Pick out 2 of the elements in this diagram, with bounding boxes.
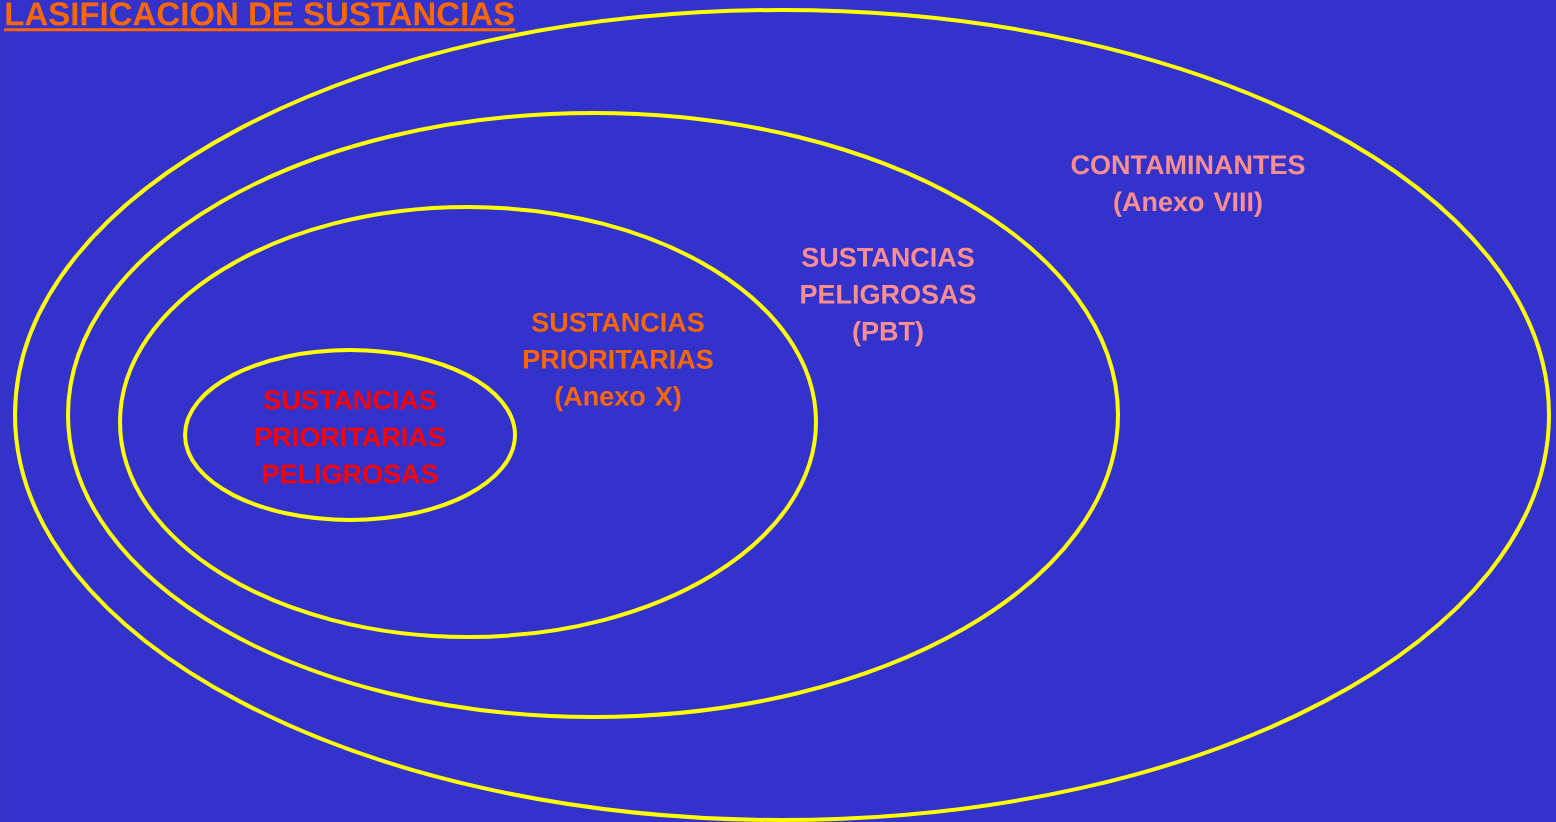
- title: LASIFICACION DE SUSTANCIAS: [4, 2, 516, 32]
- ellipse-region: SUSTANCIAS PRIORITARIAS PELIGROSAS: [183, 348, 517, 522]
